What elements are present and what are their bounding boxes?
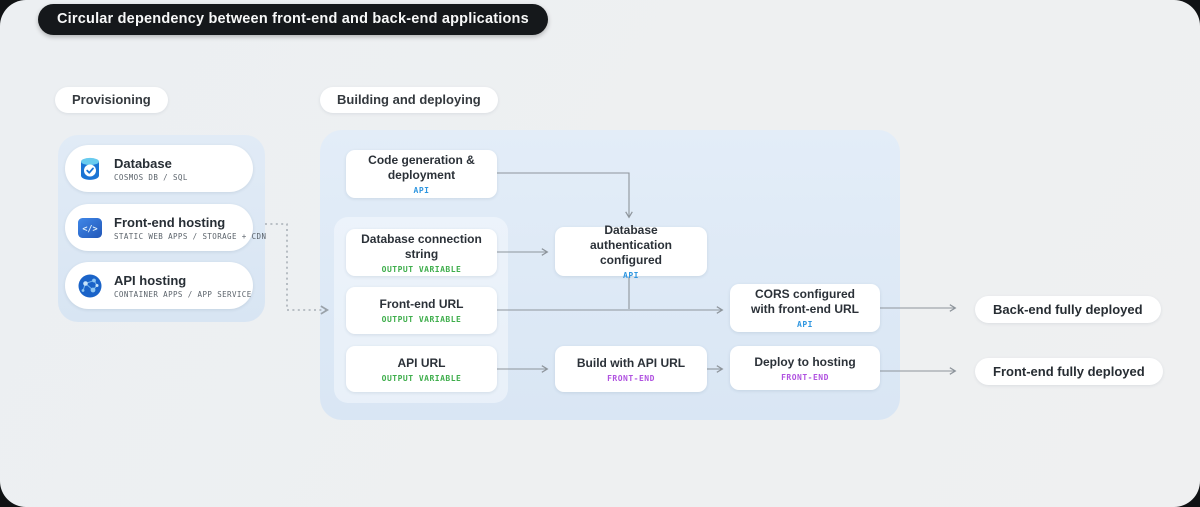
step-code-generation: Code generation & deployment API	[346, 150, 497, 198]
step-deploy-to-hosting: Deploy to hosting FRONT-END	[730, 346, 880, 390]
step-title: Database connection string	[361, 231, 482, 261]
resource-api-hosting: API hosting CONTAINER APPS / APP SERVICE	[65, 262, 253, 309]
step-tag: OUTPUT VARIABLE	[381, 315, 462, 324]
resource-title: Front-end hosting	[114, 214, 226, 230]
step-database-auth-configured: Database authentication configured API	[555, 223, 707, 280]
resource-subtitle: COSMOS DB / SQL	[114, 172, 188, 182]
step-tag: API	[623, 271, 639, 280]
database-icon	[75, 154, 105, 184]
step-title: Database authentication configured	[589, 223, 672, 267]
diagram-title: Circular dependency between front-end an…	[38, 4, 548, 35]
step-frontend-url: Front-end URL OUTPUT VARIABLE	[346, 287, 497, 334]
step-tag: OUTPUT VARIABLE	[381, 373, 462, 383]
step-title: CORS configured with front-end URL	[751, 287, 859, 316]
step-build-with-api-url: Build with API URL FRONT-END	[555, 346, 707, 392]
svg-text:</>: </>	[82, 224, 97, 234]
resource-frontend-hosting: </> Front-end hosting STATIC WEB APPS / …	[65, 204, 266, 251]
step-tag: OUTPUT VARIABLE	[381, 264, 462, 274]
resource-database: Database COSMOS DB / SQL	[65, 145, 253, 192]
code-brackets-icon: </>	[75, 213, 105, 243]
step-title: Build with API URL	[576, 355, 686, 370]
resource-subtitle: CONTAINER APPS / APP SERVICE	[114, 289, 252, 299]
resource-subtitle: STATIC WEB APPS / STORAGE + CDN	[114, 231, 267, 241]
resource-title: API hosting	[114, 272, 187, 288]
step-tag: API	[413, 186, 430, 195]
step-database-connection-string: Database connection string OUTPUT VARIAB…	[346, 229, 497, 276]
outcome-backend-deployed: Back-end fully deployed	[975, 296, 1161, 323]
step-tag: FRONT-END	[607, 373, 655, 383]
step-title: API URL	[397, 355, 446, 370]
resource-title: Database	[114, 155, 172, 171]
globe-network-icon	[75, 271, 105, 301]
step-title: Code generation & deployment	[368, 153, 475, 182]
step-tag: API	[797, 320, 813, 329]
step-cors-configured: CORS configured with front-end URL API	[730, 284, 880, 332]
step-api-url: API URL OUTPUT VARIABLE	[346, 346, 497, 392]
arrow-provisioning-to-building	[265, 223, 330, 315]
step-title: Front-end URL	[379, 297, 464, 311]
step-tag: FRONT-END	[781, 372, 829, 382]
step-title: Deploy to hosting	[754, 354, 856, 369]
outcome-frontend-deployed: Front-end fully deployed	[975, 358, 1163, 385]
section-label-building: Building and deploying	[320, 87, 498, 113]
section-label-provisioning: Provisioning	[55, 87, 168, 113]
